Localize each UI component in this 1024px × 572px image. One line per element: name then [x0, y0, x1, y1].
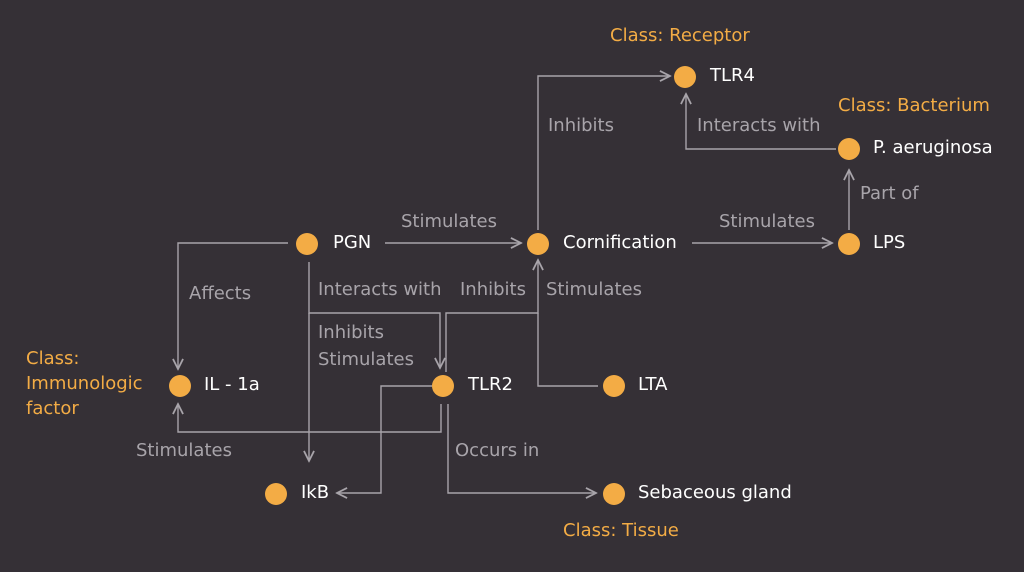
node-label-lps: LPS	[873, 232, 906, 253]
node-label-cornification: Cornification	[563, 232, 677, 253]
node-dot-p-aeruginosa[interactable]	[838, 138, 860, 160]
node-label-p-aeruginosa: P. aeruginosa	[873, 137, 993, 158]
node-label-lta: LTA	[638, 374, 668, 395]
edge-label-pgn-il1a: Affects	[189, 283, 252, 304]
node-label-sebaceous-gland: Sebaceous gland	[638, 482, 792, 503]
node-label-ikb: IkB	[301, 482, 330, 503]
edge-label-tlr2-il1a: Stimulates	[136, 440, 232, 461]
edge-label-tlr2-sebaceous: Occurs in	[455, 440, 540, 461]
edge-label-pgn-ikb-stimulates: Stimulates	[318, 349, 414, 370]
edge-label-p-aeruginosa-tlr4: Interacts with	[697, 115, 821, 136]
class-label-immunologic-line3: factor	[26, 398, 79, 419]
edge-tlr2-il1a	[178, 404, 442, 433]
edge-tlr2-sebaceous	[447, 404, 596, 493]
node-dot-il1a[interactable]	[169, 375, 191, 397]
node-dot-tlr2[interactable]	[432, 375, 454, 397]
edge-pgn-tlr2	[308, 262, 440, 368]
edge-p-aeruginosa-tlr4	[686, 94, 836, 150]
node-label-tlr2: TLR2	[468, 374, 513, 395]
edge-label-pgn-cornification: Stimulates	[401, 211, 497, 232]
class-label-bacterium: Class: Bacterium	[838, 95, 990, 116]
edge-label-pgn-ikb-inhibits: Inhibits	[318, 322, 384, 343]
node-dot-sebaceous-gland[interactable]	[603, 483, 625, 505]
edge-label-cornification-tlr4: Inhibits	[548, 115, 614, 136]
node-dot-pgn[interactable]	[296, 233, 318, 255]
edge-cornification-tlr4	[537, 76, 670, 230]
edge-tlr2-ikb	[337, 385, 432, 493]
class-label-receptor: Class: Receptor	[610, 25, 750, 46]
node-dot-tlr4[interactable]	[674, 66, 696, 88]
node-label-il1a: IL - 1a	[204, 374, 260, 395]
class-label-immunologic-line1: Class:	[26, 348, 80, 369]
edge-label-lta-cornification: Stimulates	[546, 279, 642, 300]
node-dot-cornification[interactable]	[527, 233, 549, 255]
class-label-tissue: Class: Tissue	[563, 520, 679, 541]
class-label-immunologic-factor: Class: Immunologic factor	[26, 346, 143, 421]
edge-label-tlr2-cornification: Inhibits	[460, 279, 526, 300]
node-dot-ikb[interactable]	[265, 483, 287, 505]
edge-tlr2-cornification	[445, 260, 538, 372]
edge-label-cornification-lps: Stimulates	[719, 211, 815, 232]
edge-lta-cornification	[537, 313, 598, 387]
node-dot-lps[interactable]	[838, 233, 860, 255]
node-dot-lta[interactable]	[603, 375, 625, 397]
edge-label-pgn-tlr2: Interacts with	[318, 279, 442, 300]
node-label-tlr4: TLR4	[710, 65, 755, 86]
edge-label-lps-p-aeruginosa: Part of	[860, 183, 919, 204]
edge-pgn-il1a	[178, 242, 288, 369]
node-label-pgn: PGN	[333, 232, 372, 253]
class-label-immunologic-line2: Immunologic	[26, 373, 143, 394]
